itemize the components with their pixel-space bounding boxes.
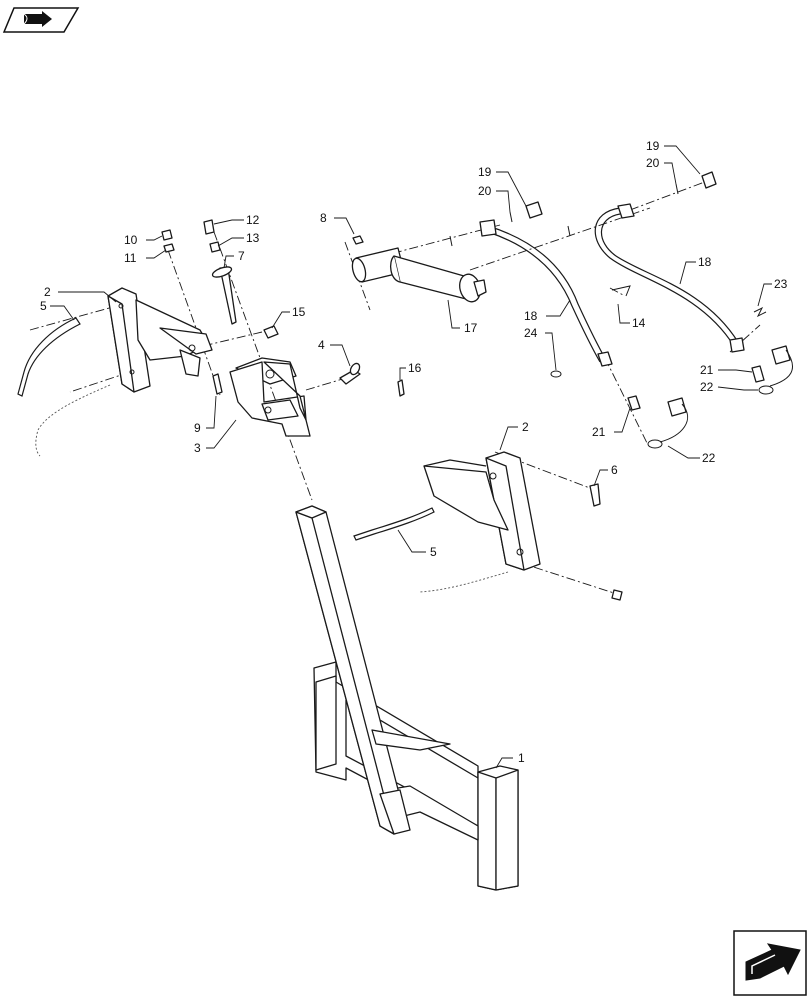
callout-19-left: 19 (478, 165, 492, 179)
callout-8: 8 (320, 211, 327, 225)
callout-13: 13 (246, 231, 260, 245)
callout-20-left: 20 (478, 184, 492, 198)
leader-lines (50, 145, 772, 769)
bracket-left (107, 287, 213, 393)
next-page-arrow-icon[interactable] (733, 930, 807, 996)
book-arrow-icon[interactable] (2, 7, 80, 33)
callout-24: 24 (524, 326, 538, 340)
callout-10: 10 (124, 233, 138, 247)
callout-12: 12 (246, 213, 260, 227)
callout-21-right: 21 (700, 363, 714, 377)
callout-19-right: 19 (646, 139, 660, 153)
callout-11: 11 (124, 251, 137, 265)
callout-labels: 1 2 2 3 4 5 5 6 7 8 9 10 11 12 13 14 15 … (40, 139, 788, 765)
callout-18-right: 18 (698, 255, 712, 269)
callout-5-right: 5 (430, 545, 437, 559)
callout-22-right: 22 (700, 380, 714, 394)
pin-4 (339, 362, 361, 385)
bracket-right (423, 451, 541, 571)
hose-right (594, 203, 745, 353)
callout-20-right: 20 (646, 156, 660, 170)
callout-5-left: 5 (40, 299, 47, 313)
hardware-small (161, 219, 405, 397)
main-frame (295, 505, 519, 891)
callout-22-lower: 22 (702, 451, 716, 465)
pin-6 (589, 483, 623, 601)
callout-2-right: 2 (522, 420, 529, 434)
fitting-19-20 (449, 171, 717, 247)
callout-18-left: 18 (524, 309, 538, 323)
callout-17: 17 (464, 321, 478, 335)
callout-21-lower: 21 (592, 425, 606, 439)
callout-7: 7 (238, 249, 245, 263)
couplers-21-24 (550, 285, 793, 449)
callout-16: 16 (408, 361, 422, 375)
hose-left (479, 219, 613, 367)
callout-1: 1 (518, 751, 525, 765)
callout-23: 23 (774, 277, 788, 291)
callout-3: 3 (194, 441, 201, 455)
callout-6: 6 (611, 463, 618, 477)
callout-15: 15 (292, 305, 306, 319)
cylinder-17 (351, 247, 487, 303)
handle-pin-7 (211, 266, 237, 325)
callout-2-left: 2 (44, 285, 51, 299)
rod-left (17, 317, 111, 457)
callout-9: 9 (194, 421, 201, 435)
rod-right (353, 507, 509, 593)
mount-block (229, 357, 311, 437)
callout-14: 14 (632, 316, 646, 330)
callout-4: 4 (318, 338, 325, 352)
